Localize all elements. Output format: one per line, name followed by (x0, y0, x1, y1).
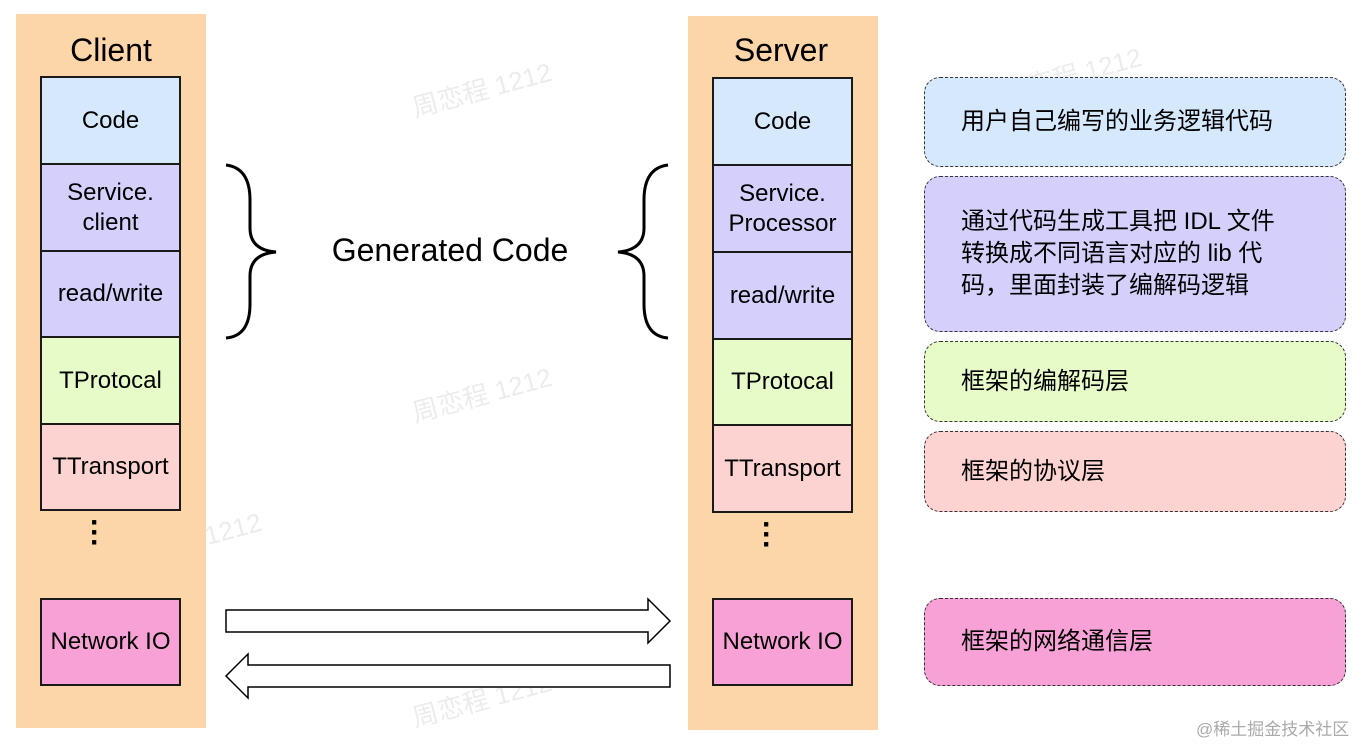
server-transport-layer: TTransport (712, 424, 853, 513)
right-brace-icon (617, 163, 669, 340)
note-codec-layer: 框架的编解码层 (924, 341, 1346, 422)
note-generated-code: 通过代码生成工具把 IDL 文件 转换成不同语言对应的 lib 代 码，里面封装… (924, 176, 1346, 332)
server-title: Server (733, 32, 829, 68)
client-code-layer: Code (40, 76, 181, 165)
client-service-layer: Service. client (40, 163, 181, 252)
client-protocol-layer: TProtocal (40, 336, 181, 425)
client-transport-layer: TTransport (40, 423, 181, 511)
credit-text: @稀土掘金技术社区 (1196, 720, 1350, 739)
response-arrow-icon (224, 652, 671, 700)
generated-code-label: Generated Code (331, 232, 569, 268)
request-arrow-icon (225, 597, 672, 645)
note-protocol-layer: 框架的协议层 (924, 431, 1346, 512)
server-service-layer: Service. Processor (712, 164, 853, 253)
client-read-write-layer: read/write (40, 250, 181, 338)
server-read-write-layer: read/write (712, 251, 853, 340)
client-ellipsis: ··· (90, 506, 100, 559)
server-code-layer: Code (712, 77, 853, 166)
note-network-layer: 框架的网络通信层 (924, 598, 1346, 686)
client-network-layer: Network IO (40, 598, 181, 686)
left-brace-icon (225, 163, 277, 340)
server-ellipsis: ··· (762, 508, 772, 561)
note-business-code: 用户自己编写的业务逻辑代码 (924, 77, 1346, 167)
client-title: Client (70, 32, 152, 68)
server-network-layer: Network IO (712, 598, 853, 686)
